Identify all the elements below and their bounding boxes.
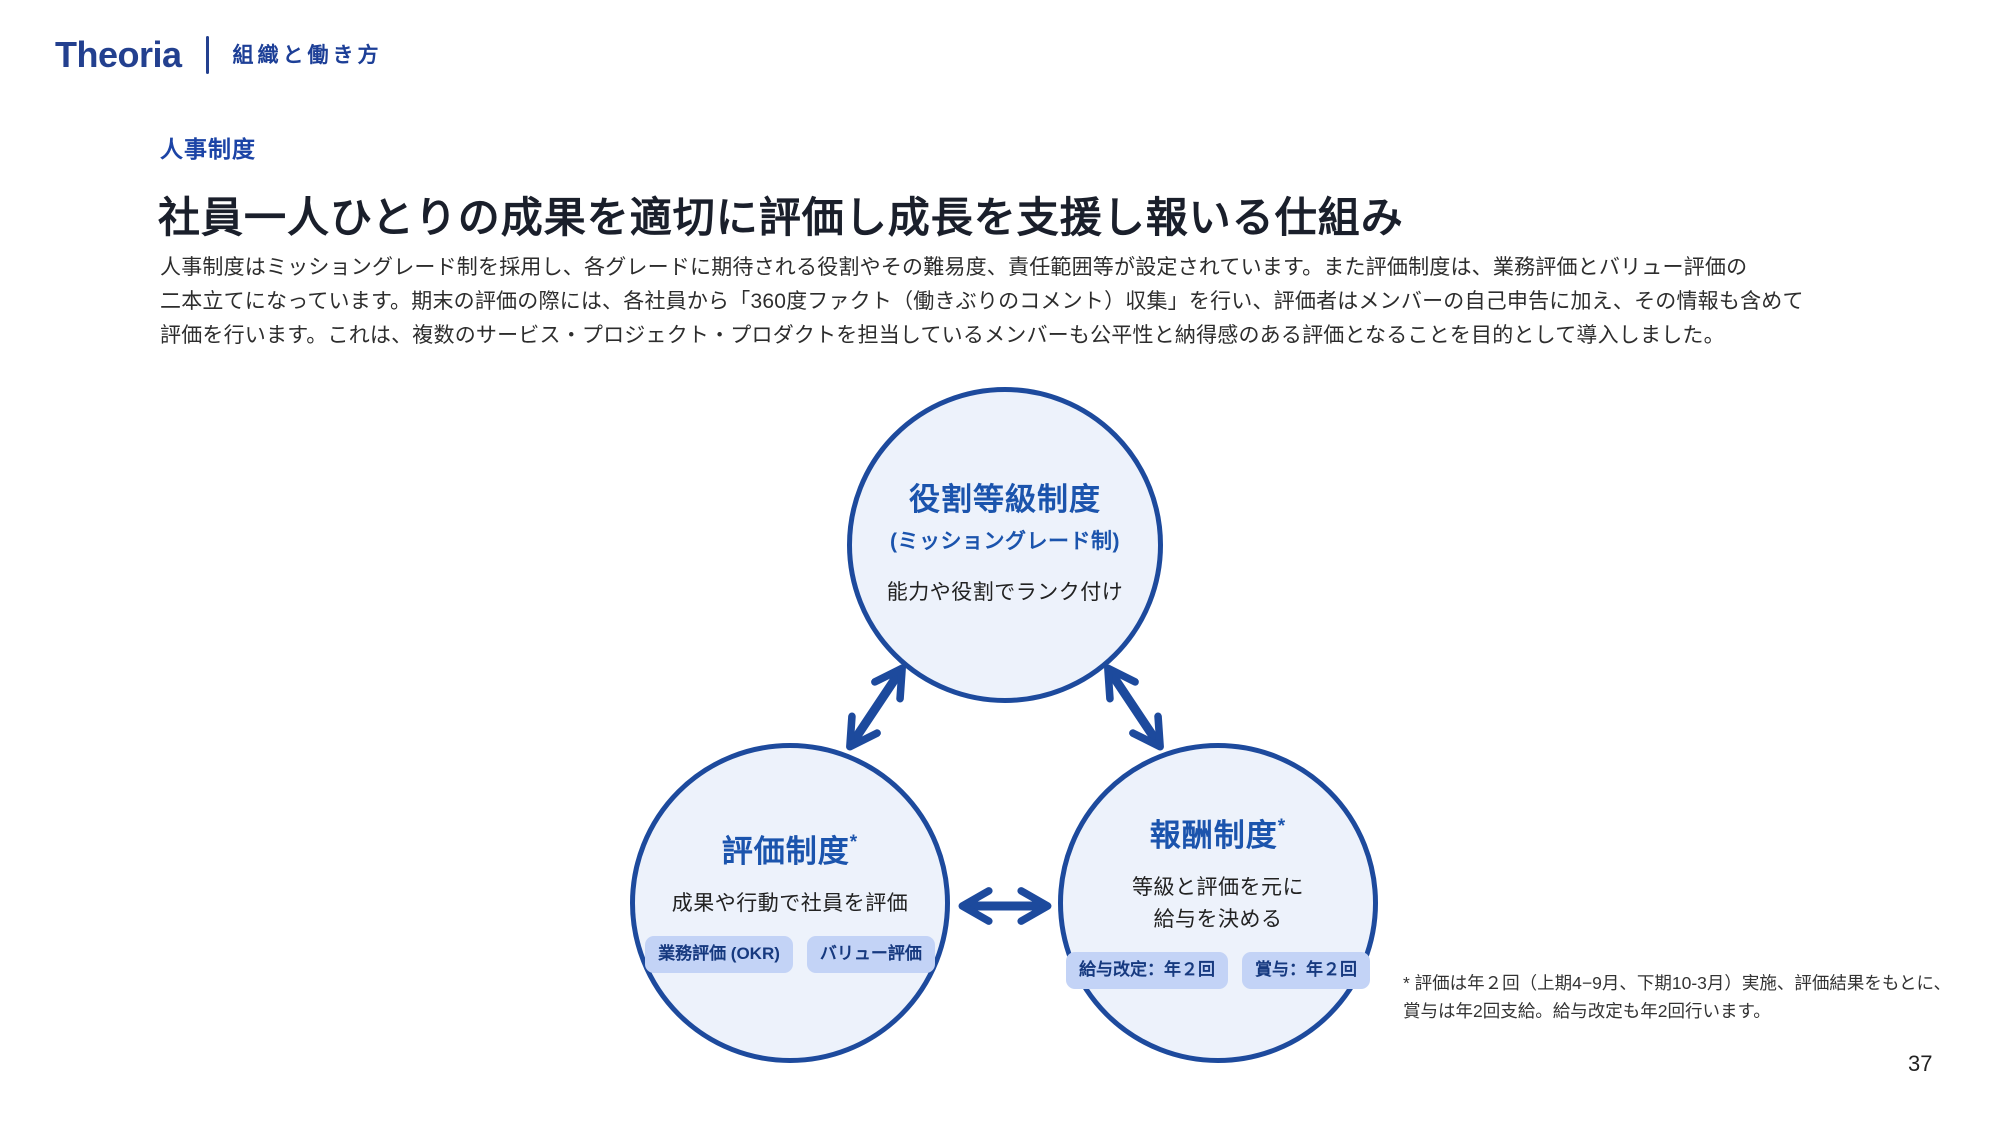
compensation-system-title-text: 報酬制度 [1149,818,1278,854]
company-logo: Theoria [55,34,182,75]
footnote-line-1: * 評価は年２回（上期4−9月、下期10-3月）実施、評価結果をもとに、 [1403,973,1952,993]
compensation-system-asterisk: * [1277,816,1287,838]
pill-value-evaluation: バリュー評価 [806,936,935,973]
double-arrow-grade-evaluation-icon [846,664,906,751]
header: Theoria 組織と働き方 [55,36,383,74]
pill-bonus: 賞与：年２回 [1242,952,1370,989]
footnote-line-2: 賞与は年2回支給。給与改定も年2回行います。 [1403,1001,1771,1021]
compensation-pills: 給与改定：年２回 賞与：年２回 [1066,952,1370,989]
evaluation-system-title: 評価制度* [722,833,858,870]
circle-compensation-system: 報酬制度* 等級と評価を元に 給与を決める 給与改定：年２回 賞与：年２回 [1058,743,1378,1063]
intro-paragraph: 人事制度はミッショングレード制を採用し、各グレードに期待される役割やその難易度、… [160,251,1804,353]
section-label: 人事制度 [160,136,256,162]
compensation-system-description: 等級と評価を元に 給与を決める [1132,872,1304,936]
header-tagline: 組織と働き方 [232,43,383,67]
compensation-description-line-1: 等級と評価を元に [1132,876,1304,900]
grade-system-title: 役割等級制度 [909,482,1101,518]
page-number: 37 [1908,1051,1933,1076]
compensation-description-line-2: 給与を決める [1153,908,1283,932]
grade-system-description: 能力や役割でランク付け [886,580,1124,604]
page-title: 社員一人ひとりの成果を適切に評価し成長を支援し報いる仕組み [158,194,1404,241]
pill-salary-revision: 給与改定：年２回 [1066,952,1228,989]
circle-evaluation-system: 評価制度* 成果や行動で社員を評価 業務評価 (OKR) バリュー評価 [630,743,950,1063]
grade-system-subtitle: (ミッショングレード制) [890,529,1120,553]
footnote: * 評価は年２回（上期4−9月、下期10-3月）実施、評価結果をもとに、 賞与は… [1403,969,1951,1025]
intro-line-3: 評価を行います。これは、複数のサービス・プロジェクト・プロダクトを担当しているメ… [160,324,1725,347]
circle-grade-system: 役割等級制度 (ミッショングレード制) 能力や役割でランク付け [847,387,1163,703]
evaluation-pills: 業務評価 (OKR) バリュー評価 [645,936,935,973]
pill-business-evaluation: 業務評価 (OKR) [645,936,793,973]
header-divider [205,36,209,74]
intro-line-2: 二本立てになっています。期末の評価の際には、各社員から「360度ファクト（働きぶ… [160,290,1804,313]
evaluation-system-description: 成果や行動で社員を評価 [671,892,909,916]
evaluation-system-asterisk: * [849,832,859,854]
double-arrow-grade-compensation-icon [1104,664,1164,751]
evaluation-system-title-text: 評価制度 [721,834,850,870]
compensation-system-title: 報酬制度* [1150,817,1286,854]
intro-line-1: 人事制度はミッショングレード制を採用し、各グレードに期待される役割やその難易度、… [160,256,1748,279]
